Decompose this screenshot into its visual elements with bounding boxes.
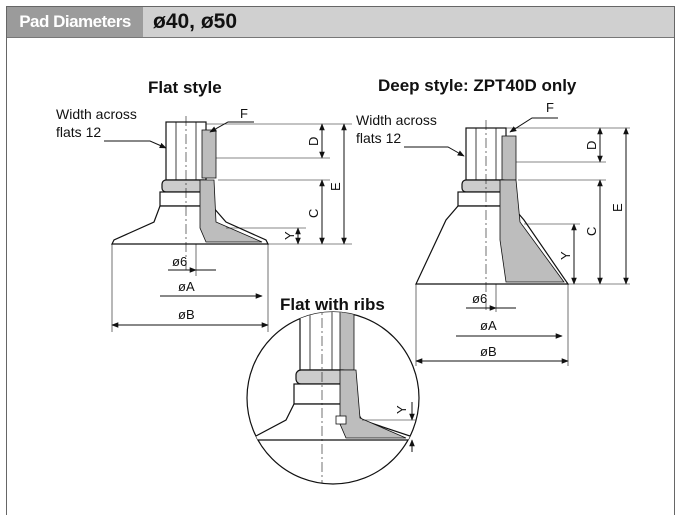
flat-F-label: F: [240, 106, 248, 121]
flat-width-note-line1: Width across: [56, 106, 137, 122]
deep-E-label: E: [610, 203, 625, 212]
panel-header: Pad Diameters ø40, ø50: [7, 7, 674, 38]
deep-F-label: F: [546, 100, 554, 115]
flat-style-title: Flat style: [148, 78, 222, 97]
flat-A-label: øA: [178, 279, 195, 294]
flat-style-drawing: Flat style Width across flats 12 F D E: [56, 78, 352, 332]
flat-E-label: E: [328, 182, 343, 191]
deep-C-label: C: [584, 227, 599, 236]
deep-width-note-line2: flats 12: [356, 130, 401, 146]
deep-Y-label: Y: [558, 251, 573, 260]
deep-D-label: D: [584, 141, 599, 150]
deep-A-label: øA: [480, 318, 497, 333]
deep-width-note-line1: Width across: [356, 112, 437, 128]
deep-note-leader: [404, 146, 465, 157]
flat-d6-label: ø6: [172, 254, 187, 269]
flat-B-label: øB: [178, 307, 195, 322]
pad-diameters-tag: Pad Diameters: [7, 7, 143, 37]
flat-D-label: D: [306, 137, 321, 146]
flat-Y-label: Y: [282, 231, 297, 240]
rib-marker: [335, 415, 347, 425]
flat-with-ribs-drawing: Flat with ribs Y: [246, 295, 420, 485]
deep-B-label: øB: [480, 344, 497, 359]
deep-d6-label: ø6: [472, 291, 487, 306]
flat-with-ribs-title: Flat with ribs: [280, 295, 385, 314]
panel-title: ø40, ø50: [153, 10, 238, 33]
flat-C-label: C: [306, 209, 321, 218]
flat-width-note-line2: flats 12: [56, 124, 101, 140]
deep-style-drawing: Deep style: ZPT40D only Width across fla…: [356, 76, 630, 366]
ribs-Y-label: Y: [394, 405, 409, 414]
deep-hex-nut: [465, 127, 507, 181]
flat-note-leader: [104, 140, 167, 149]
deep-style-title: Deep style: ZPT40D only: [378, 76, 577, 95]
spec-panel: Pad Diameters ø40, ø50: [6, 6, 675, 515]
